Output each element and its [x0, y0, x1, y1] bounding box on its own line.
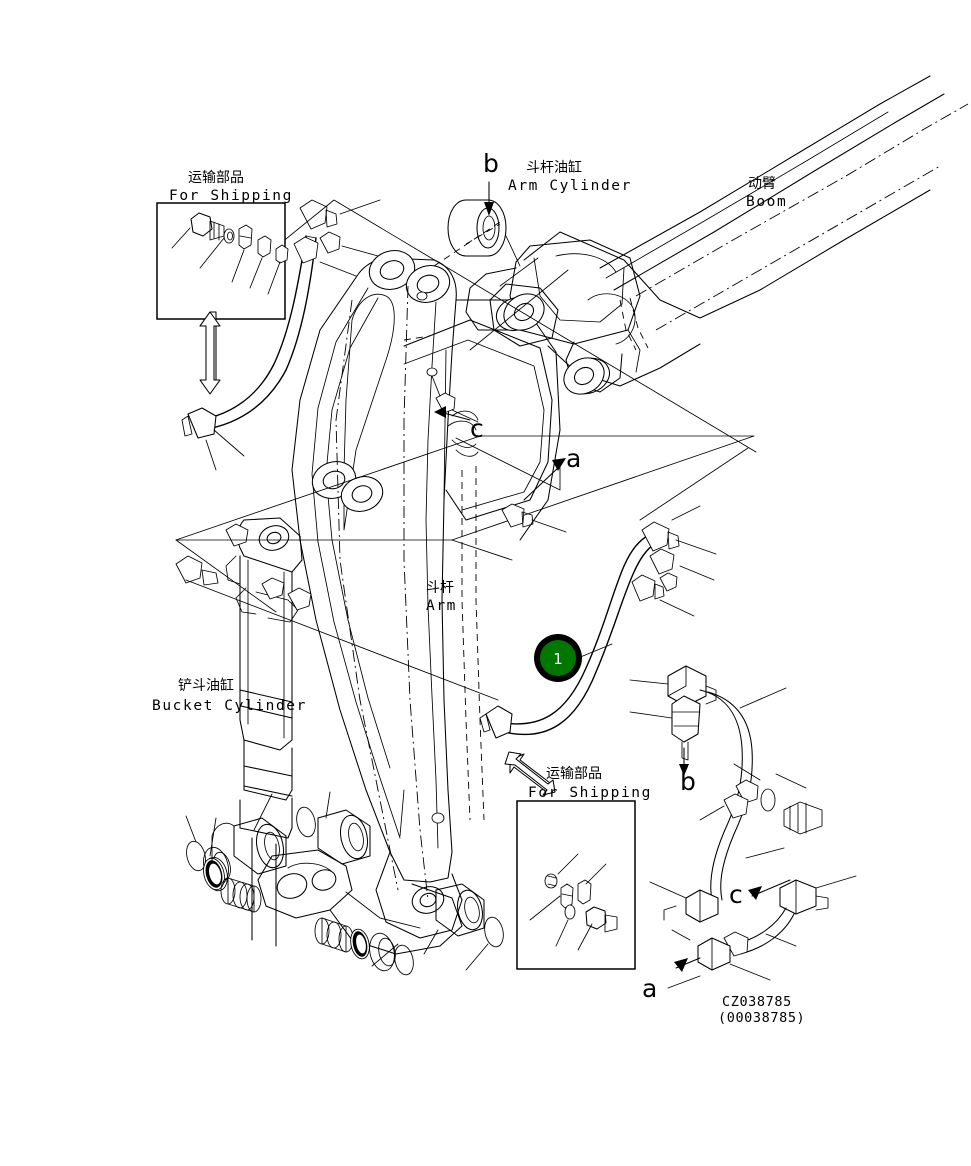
- hose-fittings-upper-right: [631, 505, 717, 617]
- arm-lower-fittings: [431, 375, 567, 533]
- cylinder-port-fittings: [175, 523, 312, 623]
- label-shipping-bottom-en: For Shipping: [528, 785, 652, 801]
- label-arm-cylinder-en: Arm Cylinder: [508, 178, 632, 194]
- part-number-alt: (00038785): [718, 1010, 805, 1026]
- bucket-cylinder-assembly: [175, 517, 312, 947]
- callout-letter-b-low: b: [680, 767, 696, 796]
- projection-lines: [175, 199, 757, 701]
- label-shipping-bottom-cn: 运输部品: [546, 766, 602, 782]
- item-callout-1[interactable]: 1: [534, 634, 613, 682]
- shipping-box-top: [156, 202, 289, 395]
- label-shipping-top-en: For Shipping: [169, 188, 293, 204]
- callout-letter-a-low: a: [642, 974, 657, 1003]
- item-callout-1-label: 1: [553, 650, 563, 668]
- part-number: CZ038785: [722, 994, 792, 1010]
- text-labels: 运输部品 For Shipping 斗杆油缸 Arm Cylinder 动臂 B…: [152, 159, 805, 1026]
- label-bucket-cylinder-cn: 铲斗油缸: [178, 677, 234, 694]
- label-shipping-top-cn: 运输部品: [188, 170, 244, 186]
- shipping-box-bottom: [504, 751, 636, 970]
- callout-letter-a-mid: a: [566, 444, 581, 473]
- boom-assembly: [489, 75, 969, 395]
- label-boom-cn: 动臂: [748, 176, 776, 192]
- label-arm-en: Arm: [426, 598, 457, 614]
- callout-letter-c-low: c: [729, 880, 743, 909]
- label-arm-cylinder-cn: 斗杆油缸: [526, 159, 582, 176]
- hose-group-lower-right: [629, 665, 857, 989]
- letter-callouts: b c a b c a: [470, 149, 743, 1003]
- left-hose: [181, 199, 381, 471]
- callout-letter-b-top: b: [483, 149, 499, 178]
- main-hose-item1: [479, 505, 717, 739]
- label-bucket-cylinder-en: Bucket Cylinder: [152, 698, 307, 714]
- label-arm-cn: 斗杆: [426, 580, 454, 596]
- bushing-b-top: [447, 199, 507, 257]
- callout-letter-c-mid: c: [470, 414, 484, 443]
- arm-hidden-lines: [335, 285, 485, 901]
- bucket-link-and-bushings: [185, 789, 504, 976]
- label-boom-en: Boom: [746, 194, 787, 210]
